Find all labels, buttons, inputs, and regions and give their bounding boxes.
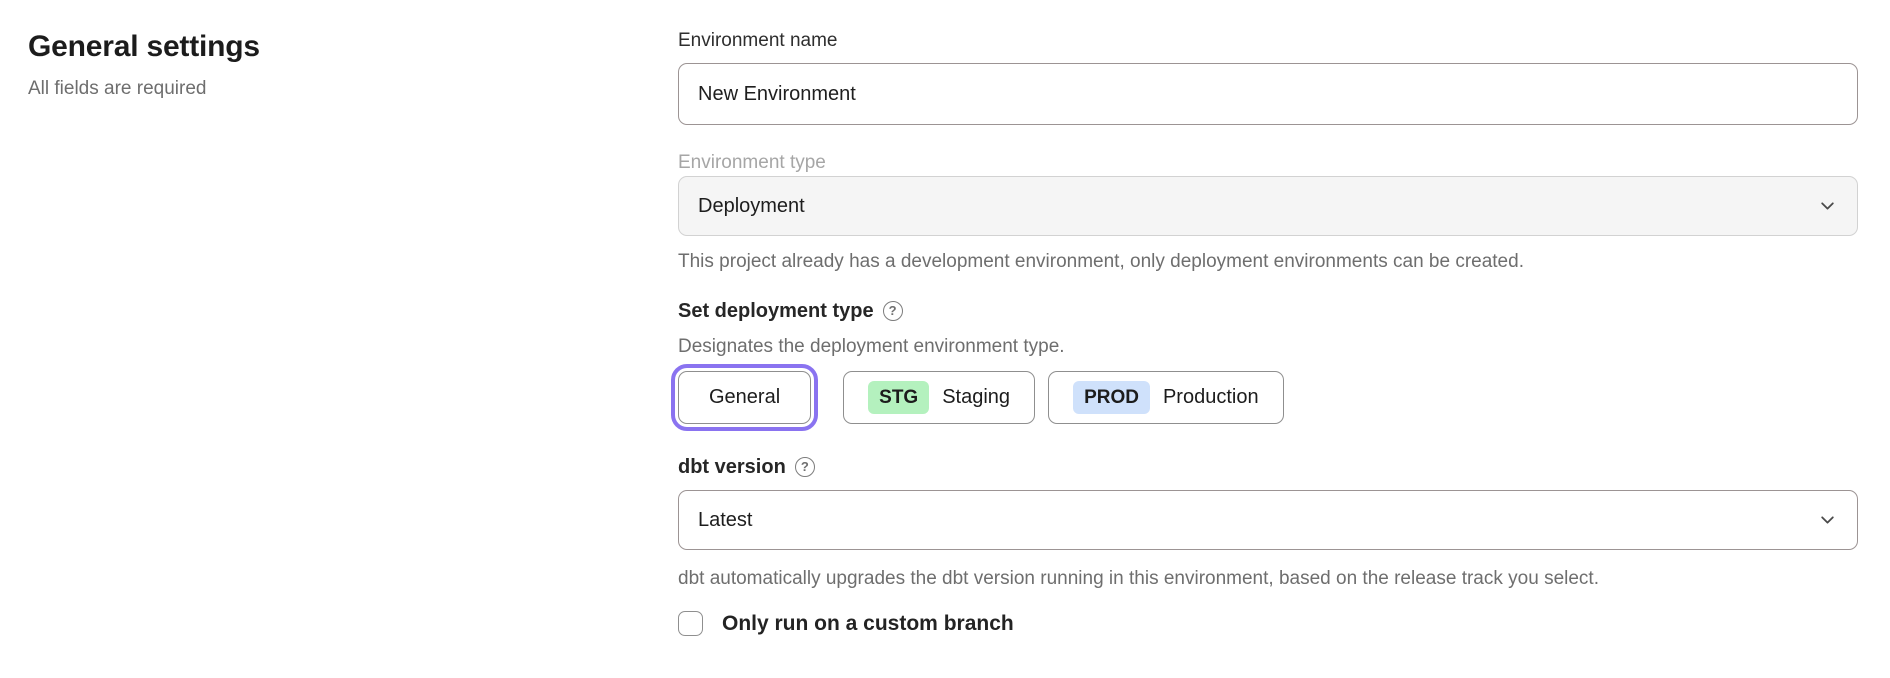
environment-name-label: Environment name xyxy=(678,30,838,51)
chevron-down-icon xyxy=(1819,198,1836,215)
deployment-type-description: Designates the deployment environment ty… xyxy=(678,336,1065,357)
dbt-version-heading-text: dbt version xyxy=(678,456,786,478)
deployment-type-heading: Set deployment type ? xyxy=(678,297,1858,325)
environment-type-value: Deployment xyxy=(698,194,805,217)
custom-branch-label: Only run on a custom branch xyxy=(722,611,1014,635)
environment-type-select: Deployment xyxy=(678,176,1858,236)
deployment-type-general-button[interactable]: General xyxy=(670,364,819,431)
deployment-type-production-button[interactable]: PROD Production xyxy=(1048,371,1284,424)
settings-intro: General settings All fields are required xyxy=(0,0,678,636)
dbt-version-helper: dbt automatically upgrades the dbt versi… xyxy=(678,568,1599,589)
page-title: General settings xyxy=(28,30,260,63)
staging-badge: STG xyxy=(868,381,930,414)
custom-branch-row: Only run on a custom branch xyxy=(678,611,1858,636)
general-settings-page: General settings All fields are required… xyxy=(0,0,1890,636)
deployment-type-staging-label: Staging xyxy=(942,386,1011,408)
deployment-type-general-label: General xyxy=(709,386,781,408)
dbt-version-select[interactable]: Latest xyxy=(678,490,1858,550)
help-icon[interactable]: ? xyxy=(882,301,903,321)
deployment-type-staging-button[interactable]: STG Staging xyxy=(843,371,1036,424)
deployment-type-options: General STG Staging PROD Production xyxy=(670,364,1858,431)
deployment-type-production-label: Production xyxy=(1162,386,1259,408)
environment-type-helper: This project already has a development e… xyxy=(678,251,1524,272)
help-icon[interactable]: ? xyxy=(794,457,815,477)
dbt-version-value: Latest xyxy=(698,508,753,531)
deployment-type-heading-text: Set deployment type xyxy=(678,300,874,322)
environment-form: Environment name Environment type Deploy… xyxy=(670,0,1890,636)
environment-type-label: Environment type xyxy=(678,152,826,173)
required-fields-note: All fields are required xyxy=(28,78,207,99)
chevron-down-icon xyxy=(1819,512,1836,529)
custom-branch-checkbox[interactable] xyxy=(678,611,703,636)
dbt-version-heading: dbt version ? xyxy=(678,453,1858,481)
environment-name-input[interactable] xyxy=(678,63,1858,125)
production-badge: PROD xyxy=(1073,381,1150,414)
